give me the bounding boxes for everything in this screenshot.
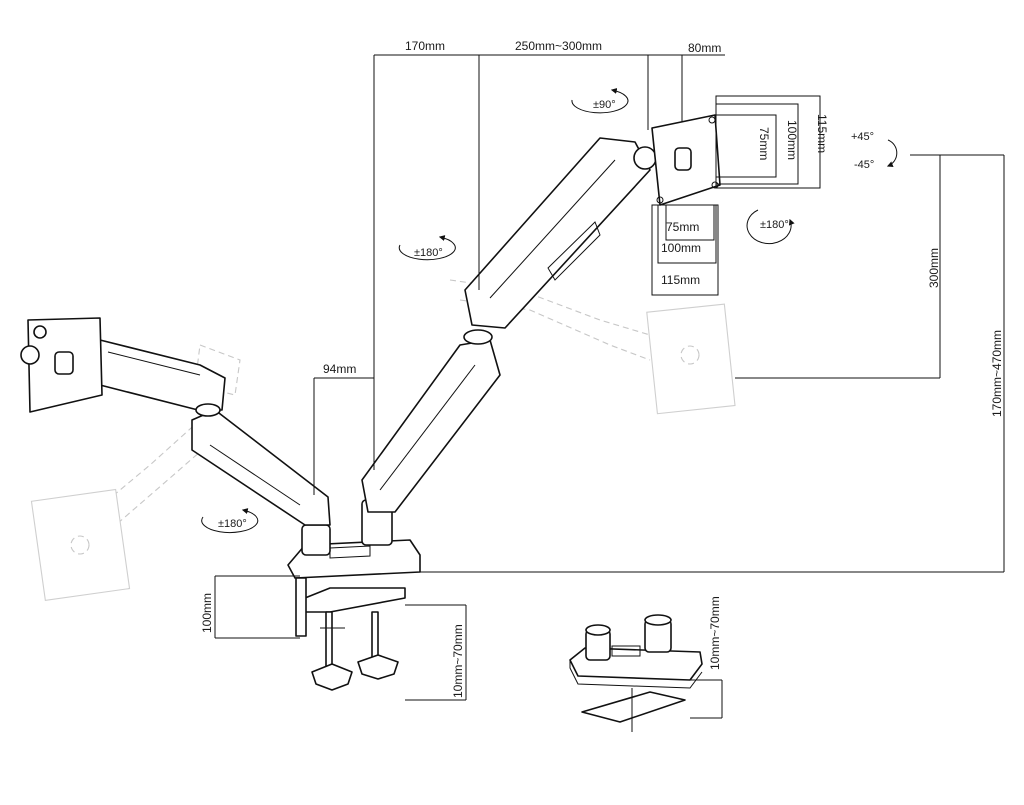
dim-170-470mm: 170mm~470mm [990, 330, 1004, 417]
rot-180-swivel-label: ±180° [760, 219, 789, 231]
vesa-pattern-boxes [651, 95, 821, 296]
dimension-labels: 170mm 250mm~300mm 80mm 94mm 75mm 100mm 1… [200, 39, 1004, 698]
ghost-positions [30, 279, 736, 601]
dim-vesa-100-h: 100mm [785, 120, 799, 160]
rot-180-mid-label: ±180° [414, 247, 443, 259]
left-vesa-plate [20, 317, 103, 413]
dim-vesa-75-w: 75mm [666, 220, 699, 234]
curved-rotation-arrow-icon [571, 88, 629, 114]
dim-100mm-clamp: 100mm [200, 593, 214, 633]
rotation-arrows [201, 88, 898, 534]
dim-300mm: 300mm [927, 248, 941, 288]
dimension-lines [214, 54, 1005, 701]
right-upper-arm [464, 137, 657, 329]
dim-vesa-115-w: 115mm [661, 273, 700, 287]
tilt-up-label: +45° [851, 131, 874, 143]
dim-94mm: 94mm [323, 362, 356, 376]
desk-clamp [287, 539, 421, 691]
dim-170mm: 170mm [405, 39, 445, 53]
right-vesa-plate [651, 114, 721, 206]
right-lower-arm [361, 329, 501, 513]
dim-vesa-100-w: 100mm [661, 241, 701, 255]
rot-180-left-label: ±180° [218, 518, 247, 530]
dim-250-300mm: 250mm~300mm [515, 39, 602, 53]
dim-clamp-range: 10mm~70mm [451, 624, 465, 698]
grommet-mount [569, 614, 723, 732]
dim-grommet-range: 10mm~70mm [708, 596, 722, 670]
rot-90-label: ±90° [593, 99, 616, 111]
tilt-down-label: -45° [854, 159, 874, 171]
curved-rotation-arrow-icon [201, 508, 259, 534]
rotation-labels: ±90° ±180° ±180° ±180° +45° -45° [218, 99, 874, 530]
tilt-arc-icon [886, 139, 898, 167]
dim-80mm: 80mm [688, 41, 721, 55]
left-arm [99, 339, 331, 526]
dim-vesa-75-h: 75mm [757, 127, 771, 160]
dim-vesa-115-h: 115mm [815, 114, 829, 153]
curved-rotation-arrow-icon [398, 235, 456, 261]
curved-rotation-arrow-icon [746, 209, 795, 245]
